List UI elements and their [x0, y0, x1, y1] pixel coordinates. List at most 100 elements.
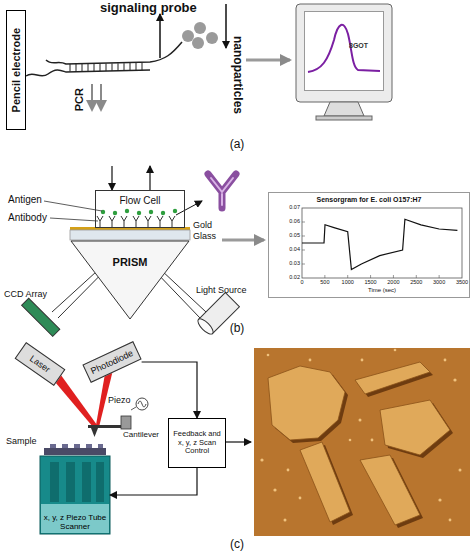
text-label: 0.06 — [289, 219, 300, 225]
tube-scanner — [40, 456, 110, 534]
node-text: Feedback and x, y, z Scan Control — [171, 430, 223, 456]
base-pairs — [76, 64, 77, 72]
pcr-arrow — [91, 84, 93, 110]
cantilever — [88, 425, 122, 428]
node-text: Sensorgram for E. coli O157:H7 — [269, 193, 469, 203]
text-label: 0.07 — [289, 205, 300, 211]
base-pairs — [130, 63, 131, 71]
leader-line — [50, 218, 98, 221]
ccd-array — [22, 298, 60, 336]
sensorgram-plot — [302, 222, 305, 223]
text-label: 0 — [300, 280, 303, 286]
text-label: Antibody — [8, 213, 47, 223]
ccd-array — [22, 298, 60, 336]
antigens — [125, 209, 129, 213]
base-pairs — [112, 63, 113, 71]
prism-triangle: PRISM — [70, 240, 190, 320]
antibody-icon — [208, 174, 236, 208]
afm-image — [394, 349, 397, 352]
afm-image — [254, 348, 470, 536]
afm-image — [359, 419, 362, 422]
base-pairs — [82, 64, 83, 71]
controller-box: Feedback and x, y, z Scan Control — [168, 418, 226, 468]
text-label: 1000 — [342, 280, 354, 286]
nanoparticles — [192, 37, 204, 49]
text-label: Antigen — [8, 195, 42, 205]
ac-source — [136, 398, 148, 410]
antigens — [101, 210, 105, 214]
monitor — [316, 116, 372, 120]
antibodies — [169, 216, 175, 227]
particle-arrow — [225, 4, 227, 48]
pcr-arrow — [100, 84, 102, 110]
text-label: nanoparticles — [232, 36, 244, 114]
afm-image — [254, 348, 470, 536]
ac-source — [136, 398, 148, 410]
base-pairs — [70, 64, 71, 72]
sensorgram-plot — [302, 208, 462, 278]
afm-image — [284, 519, 287, 522]
sensorgram-plot — [439, 275, 440, 278]
text-label: 0.02 — [289, 275, 300, 281]
sample-bumps — [50, 444, 56, 448]
tube-scanner — [66, 462, 75, 502]
antibodies — [97, 216, 175, 227]
antibody-icon — [208, 174, 236, 208]
prism-outline — [70, 240, 190, 320]
node-text: PRISM — [70, 240, 190, 268]
base-pairs — [106, 64, 107, 72]
nanoparticles — [194, 22, 206, 34]
tube-scanner — [82, 462, 91, 502]
light-beams — [52, 241, 206, 318]
monitor-screen: 8GOT — [304, 11, 384, 91]
image-arrow — [226, 441, 251, 442]
tube-scanner — [41, 504, 109, 533]
afm-image — [459, 469, 462, 472]
flow-arrow — [246, 59, 290, 62]
afm-image — [349, 439, 352, 442]
afm-image — [299, 497, 302, 500]
glass-slide — [70, 230, 190, 240]
antibodies — [145, 216, 151, 227]
light-source — [196, 317, 216, 337]
sensorgram-plot — [370, 275, 371, 278]
piezo-block — [121, 416, 131, 429]
afm-image — [449, 519, 452, 522]
text-label: (b) — [230, 322, 245, 334]
antigens — [137, 211, 141, 215]
signal-connector — [142, 362, 197, 418]
base-pairs — [136, 63, 137, 71]
antibodies — [157, 216, 163, 227]
base-pairs — [124, 63, 125, 70]
text-label: Gold — [193, 221, 212, 230]
ac-source — [138, 401, 146, 407]
flow-arrow — [222, 239, 264, 242]
base-pairs — [94, 64, 95, 71]
text-label: CCD Array — [4, 290, 47, 299]
zoom-arrow — [176, 201, 202, 215]
antigens — [161, 211, 165, 215]
dna-strands — [26, 42, 182, 76]
text-label: signaling probe — [100, 1, 197, 14]
electrode-box: Pencil electrode — [6, 10, 26, 130]
text-label: 500 — [320, 280, 329, 286]
monitor — [296, 4, 392, 120]
monitor — [296, 4, 392, 102]
text-label: 1500 — [364, 280, 376, 286]
nanoparticles — [182, 22, 218, 49]
node-text: Pencil electrode — [10, 28, 22, 112]
afm-tip — [91, 428, 98, 437]
afm-image — [444, 359, 447, 362]
antigens — [173, 209, 177, 213]
leader-line — [44, 201, 102, 211]
text-label: Glass — [193, 232, 216, 241]
signal-peak — [308, 25, 380, 72]
text-label: 2000 — [387, 280, 399, 286]
sensorgram-plot — [324, 275, 325, 278]
afm-image — [300, 442, 350, 522]
sample-bumps — [74, 444, 80, 448]
signal-connector — [110, 468, 197, 495]
text-label: Sample — [6, 437, 37, 446]
antigens — [113, 211, 117, 215]
